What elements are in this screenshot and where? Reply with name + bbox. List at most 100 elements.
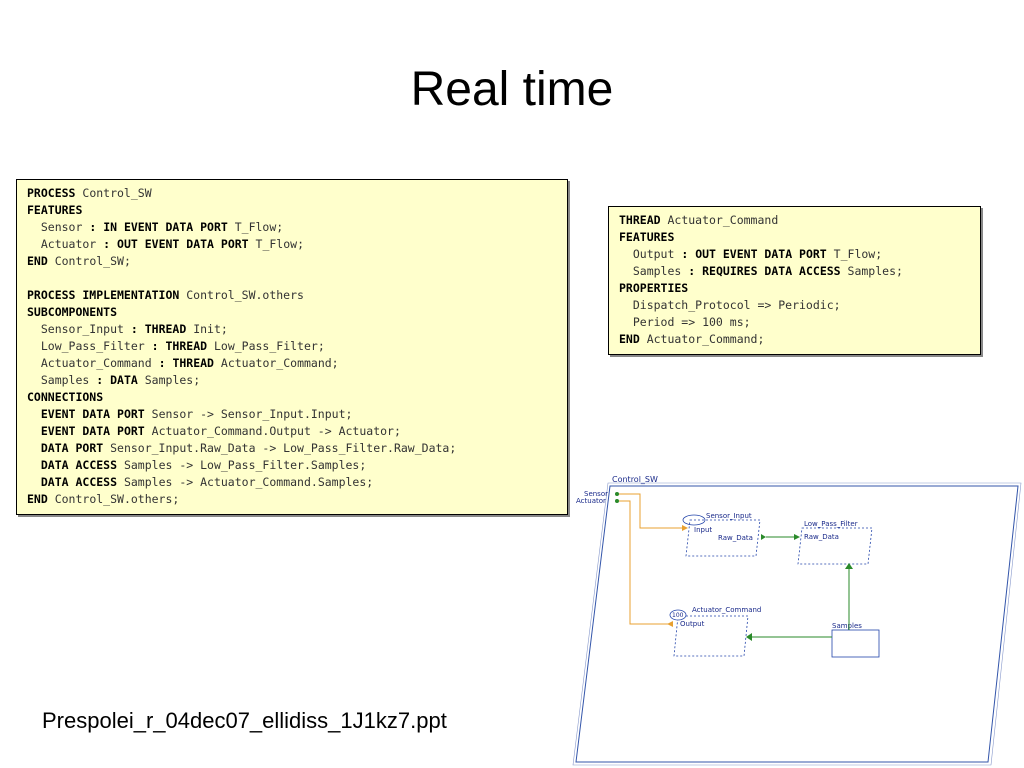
code-keyword: CONNECTIONS <box>27 390 104 404</box>
samples-to-filter-arrow <box>845 563 853 569</box>
code-keyword: END <box>27 492 48 506</box>
code-text <box>159 339 166 353</box>
code-symbol: : <box>103 237 111 251</box>
code-text: Samples; <box>840 264 903 278</box>
actuator-port <box>615 499 619 503</box>
code-text <box>27 407 41 421</box>
code-line: CONNECTIONS <box>27 389 567 406</box>
code-keyword: DATA <box>110 373 138 387</box>
code-text: Actuator_Command; <box>213 356 339 370</box>
actuator-command-period: 100 <box>672 612 684 619</box>
code-text: Control_SW <box>75 186 152 200</box>
code-keyword: END <box>27 254 48 268</box>
low-pass-filter-in-label: Raw_Data <box>804 533 839 541</box>
code-line: SUBCOMPONENTS <box>27 304 567 321</box>
process-frame-outer <box>572 482 1022 766</box>
code-line: Sensor : IN EVENT DATA PORT T_Flow; <box>27 219 567 236</box>
code-line: Actuator : OUT EVENT DATA PORT T_Flow; <box>27 236 567 253</box>
code-symbol: : <box>151 339 159 353</box>
sensor-input-in-arrow <box>682 525 688 531</box>
code-line: FEATURES <box>27 202 567 219</box>
samples-data <box>831 629 880 658</box>
code-text: Init; <box>186 322 228 336</box>
sensor-input-port-label: Input <box>694 526 712 534</box>
samples-to-actuator-arrow <box>746 633 752 641</box>
code-text: Samples -> Low_Pass_Filter.Samples; <box>117 458 367 472</box>
sensor-input-out-label: Raw_Data <box>718 534 753 542</box>
code-keyword: EVENT DATA PORT <box>40 424 145 438</box>
code-symbol: : <box>130 322 138 336</box>
low-pass-filter-label: Low_Pass_Filter <box>804 520 858 528</box>
code-keyword: DATA ACCESS <box>40 458 118 472</box>
code-line: DATA ACCESS Samples -> Low_Pass_Filter.S… <box>27 457 567 474</box>
code-keyword: PROCESS IMPLEMENTATION <box>27 288 180 302</box>
code-keyword: PROCESS <box>27 186 76 200</box>
code-text: Sensor -> Sensor_Input.Input; <box>144 407 353 421</box>
code-text <box>27 441 41 455</box>
samples-label: Samples <box>832 622 862 630</box>
code-text: Output <box>619 247 682 261</box>
slide-title: Real time <box>410 63 614 116</box>
sensor-input-label: Sensor_Input <box>706 512 752 520</box>
code-text: Sensor_Input.Raw_Data -> Low_Pass_Filter… <box>103 441 457 455</box>
code-line: Sensor_Input : THREAD Init; <box>27 321 567 338</box>
code-text: Low_Pass_Filter; <box>207 339 325 353</box>
actuator-command-period-icon <box>669 609 687 621</box>
code-symbol: : <box>89 220 97 234</box>
low-pass-filter-thread <box>797 527 873 565</box>
code-line: Dispatch_Protocol => Periodic; <box>619 297 980 314</box>
code-text: Actuator_Command <box>660 213 779 227</box>
process-label: Control_SW <box>612 475 658 484</box>
code-line: FEATURES <box>619 229 980 246</box>
code-text: Sensor <box>27 220 90 234</box>
code-symbol: : <box>688 264 696 278</box>
code-text: Actuator <box>27 237 104 251</box>
actuator-command-label: Actuator_Command <box>692 606 761 614</box>
sensor-input-dispatch-icon <box>682 514 706 526</box>
footer-filename: Prespolei_r_04dec07_ellidiss_1J1kz7.ppt <box>42 708 447 733</box>
code-symbol: : <box>681 247 689 261</box>
code-keyword: DATA ACCESS <box>40 475 118 489</box>
actuator-port-label: Actuator <box>576 497 606 505</box>
code-line: END Actuator_Command; <box>619 331 980 348</box>
code-text: T_Flow; <box>248 237 304 251</box>
code-text: Period => 100 ms; <box>619 315 751 329</box>
code-keyword: THREAD <box>144 322 187 336</box>
code-line: PROCESS IMPLEMENTATION Control_SW.others <box>27 287 567 304</box>
code-line: PROCESS Control_SW <box>27 185 567 202</box>
code-text: Control_SW.others; <box>47 492 180 506</box>
code-text: Actuator_Command; <box>639 332 765 346</box>
code-line <box>27 270 567 287</box>
code-line: DATA ACCESS Samples -> Actuator_Command.… <box>27 474 567 491</box>
sensor-port-label: Sensor <box>584 490 608 498</box>
code-line: THREAD Actuator_Command <box>619 212 980 229</box>
code-line: END Control_SW; <box>27 253 567 270</box>
actuator-command-thread <box>673 615 749 657</box>
code-text: Samples -> Actuator_Command.Samples; <box>117 475 374 489</box>
code-text: Control_SW; <box>47 254 131 268</box>
code-line: PROPERTIES <box>619 280 980 297</box>
code-text <box>27 458 41 472</box>
code-symbol: : <box>96 373 104 387</box>
code-text: Control_SW.others <box>179 288 304 302</box>
code-keyword: FEATURES <box>619 230 675 244</box>
code-symbol: : <box>158 356 166 370</box>
code-text: Samples <box>619 264 689 278</box>
code-text: Low_Pass_Filter <box>27 339 152 353</box>
code-line: END Control_SW.others; <box>27 491 567 508</box>
code-keyword: DATA PORT <box>40 441 104 455</box>
sensor-input-thread <box>685 519 761 557</box>
code-keyword: THREAD <box>172 356 214 370</box>
code-line: DATA PORT Sensor_Input.Raw_Data -> Low_P… <box>27 440 567 457</box>
code-line: Actuator_Command : THREAD Actuator_Comma… <box>27 355 567 372</box>
code-text <box>138 322 145 336</box>
actuator-command-out-label: Output <box>680 620 705 628</box>
aadl-diagram: Control_SW Sensor Actuator Sensor_Input … <box>572 475 1022 766</box>
code-line: Low_Pass_Filter : THREAD Low_Pass_Filter… <box>27 338 567 355</box>
code-line: Output : OUT EVENT DATA PORT T_Flow; <box>619 246 980 263</box>
code-keyword: FEATURES <box>27 203 83 217</box>
code-keyword: END <box>619 332 640 346</box>
raw-data-in-arrow <box>794 534 800 540</box>
